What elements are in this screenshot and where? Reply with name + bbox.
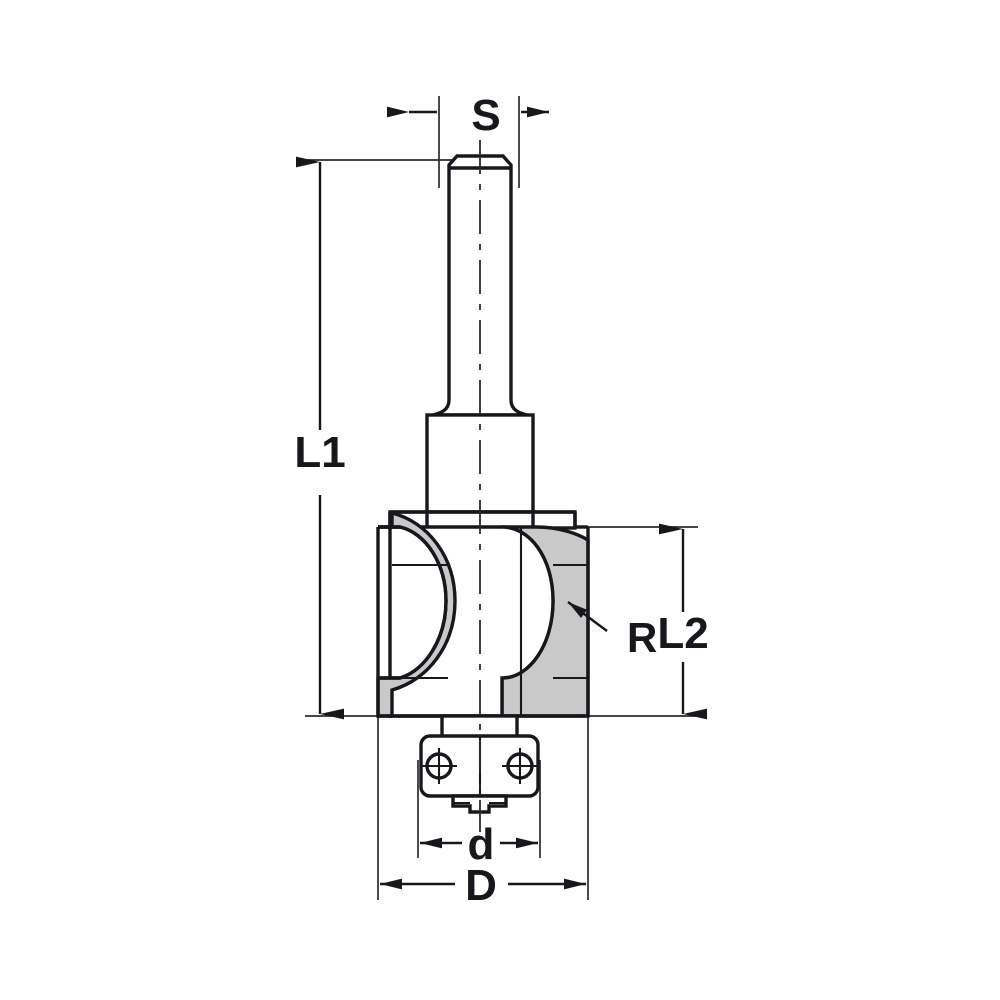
body-interior-lines (392, 512, 535, 680)
bearing-ball-left (421, 748, 457, 784)
bearing-ball-right (502, 748, 538, 784)
dim-label-D: D (465, 861, 497, 910)
extension-lines (305, 96, 698, 900)
dim-label-d: d (468, 820, 495, 869)
dimension-S: S (387, 91, 549, 140)
dim-label-R: R (627, 614, 657, 661)
dimension-L2: L2 (657, 523, 709, 720)
cutter-body-core (388, 525, 555, 718)
dimension-D: D (380, 861, 586, 910)
dimension-d: d (420, 820, 538, 869)
dim-label-L2: L2 (657, 609, 708, 658)
profile-arc-left (378, 525, 448, 680)
dim-label-L1: L1 (294, 428, 345, 477)
dim-label-S: S (471, 91, 500, 140)
dimension-R: R (567, 601, 657, 661)
carbide-right-detail (519, 527, 588, 716)
dimension-L1: L1 (294, 156, 346, 720)
leader-line-R (567, 601, 608, 632)
